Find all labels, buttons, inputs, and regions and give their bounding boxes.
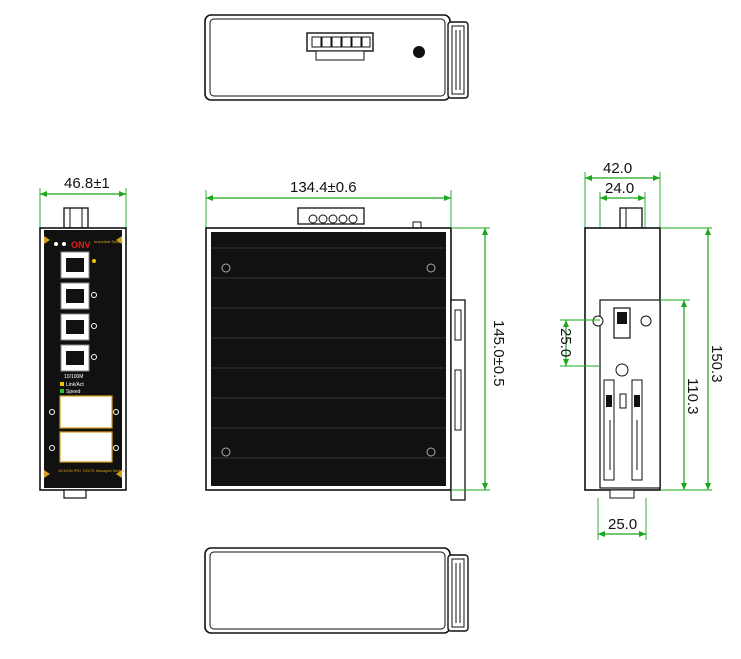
side-view: 134.4±0.6 145.0±0.5: [205, 179, 507, 501]
dim-rear-clip-height: 25.0: [557, 328, 574, 357]
front-view: 46.8±1 ONV Industrial Switch: [39, 175, 127, 499]
dim-rear-rail-height: 110.3: [684, 378, 701, 414]
dim-rear-bottom-width: 25.0: [608, 516, 637, 533]
legend-link: Link/Act: [66, 382, 84, 388]
dim-side-width: 134.4±0.6: [290, 179, 357, 196]
dim-rear-total-height: 150.3: [708, 345, 725, 383]
speed-label: 10/100M: [64, 374, 83, 380]
rear-view: 42.0 24.0 25.0: [557, 160, 725, 540]
heatsink-fins: [211, 232, 446, 486]
dim-front-width: 46.8±1: [64, 175, 110, 192]
legend-speed: Speed: [66, 389, 81, 395]
top-view: [204, 14, 469, 101]
dim-side-height: 145.0±0.5: [490, 320, 507, 387]
model-label: 10/100M IP67 CELTE Managed Switch: [58, 469, 124, 473]
dim-rear-total-width: 42.0: [603, 160, 632, 177]
bottom-view: [204, 547, 469, 634]
ethernet-ports: [60, 251, 97, 372]
subtitle: Industrial Switch: [94, 239, 123, 244]
fiber-slot-2: [59, 431, 113, 463]
dim-rear-inner-width: 24.0: [605, 180, 634, 197]
grounding-screw: [413, 46, 425, 58]
brand-logo: ONV: [71, 240, 91, 250]
fiber-slot-1: [59, 395, 113, 429]
